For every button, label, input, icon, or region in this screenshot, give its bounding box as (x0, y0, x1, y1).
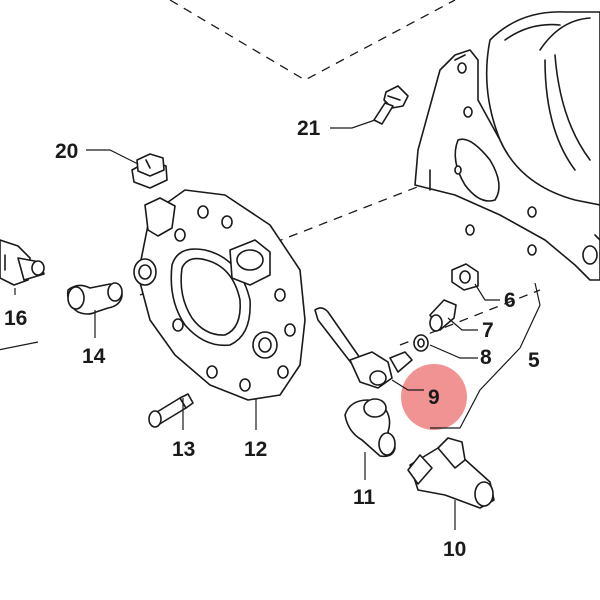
callout-21: 21 (297, 117, 321, 140)
leader-lines (0, 119, 541, 530)
callout-11: 11 (353, 486, 376, 509)
callout-5: 5 (528, 349, 540, 372)
callout-9: 9 (428, 386, 440, 409)
part-12-flange-plate (133, 189, 306, 401)
callout-6: 6 (504, 289, 516, 312)
callout-7: 7 (482, 319, 494, 342)
part-20-plug (131, 153, 168, 189)
callout-14: 14 (82, 345, 106, 368)
part-14-elbow (66, 282, 123, 315)
highlight-marker (401, 364, 467, 430)
callout-10: 10 (443, 538, 466, 561)
part-7-nipple (429, 299, 457, 332)
callout-12: 12 (244, 438, 267, 461)
part-9-valve (314, 307, 413, 389)
callout-labels: 21 20 16 14 13 12 11 10 9 8 7 6 5 (4, 117, 540, 561)
callout-8: 8 (480, 346, 492, 369)
part-10-valve-body (407, 437, 495, 509)
callout-13: 13 (172, 438, 195, 461)
part-16-fitting (0, 239, 45, 286)
part-6-cap (451, 263, 479, 291)
callout-16: 16 (4, 307, 27, 330)
part-8-washer (413, 334, 429, 352)
part-21-bolt (373, 85, 409, 125)
part-11-tee (344, 398, 396, 458)
housing-bracket (414, 49, 600, 281)
part-13-screw (148, 393, 194, 428)
cylinder-drum (485, 11, 600, 265)
callout-20: 20 (55, 140, 78, 163)
